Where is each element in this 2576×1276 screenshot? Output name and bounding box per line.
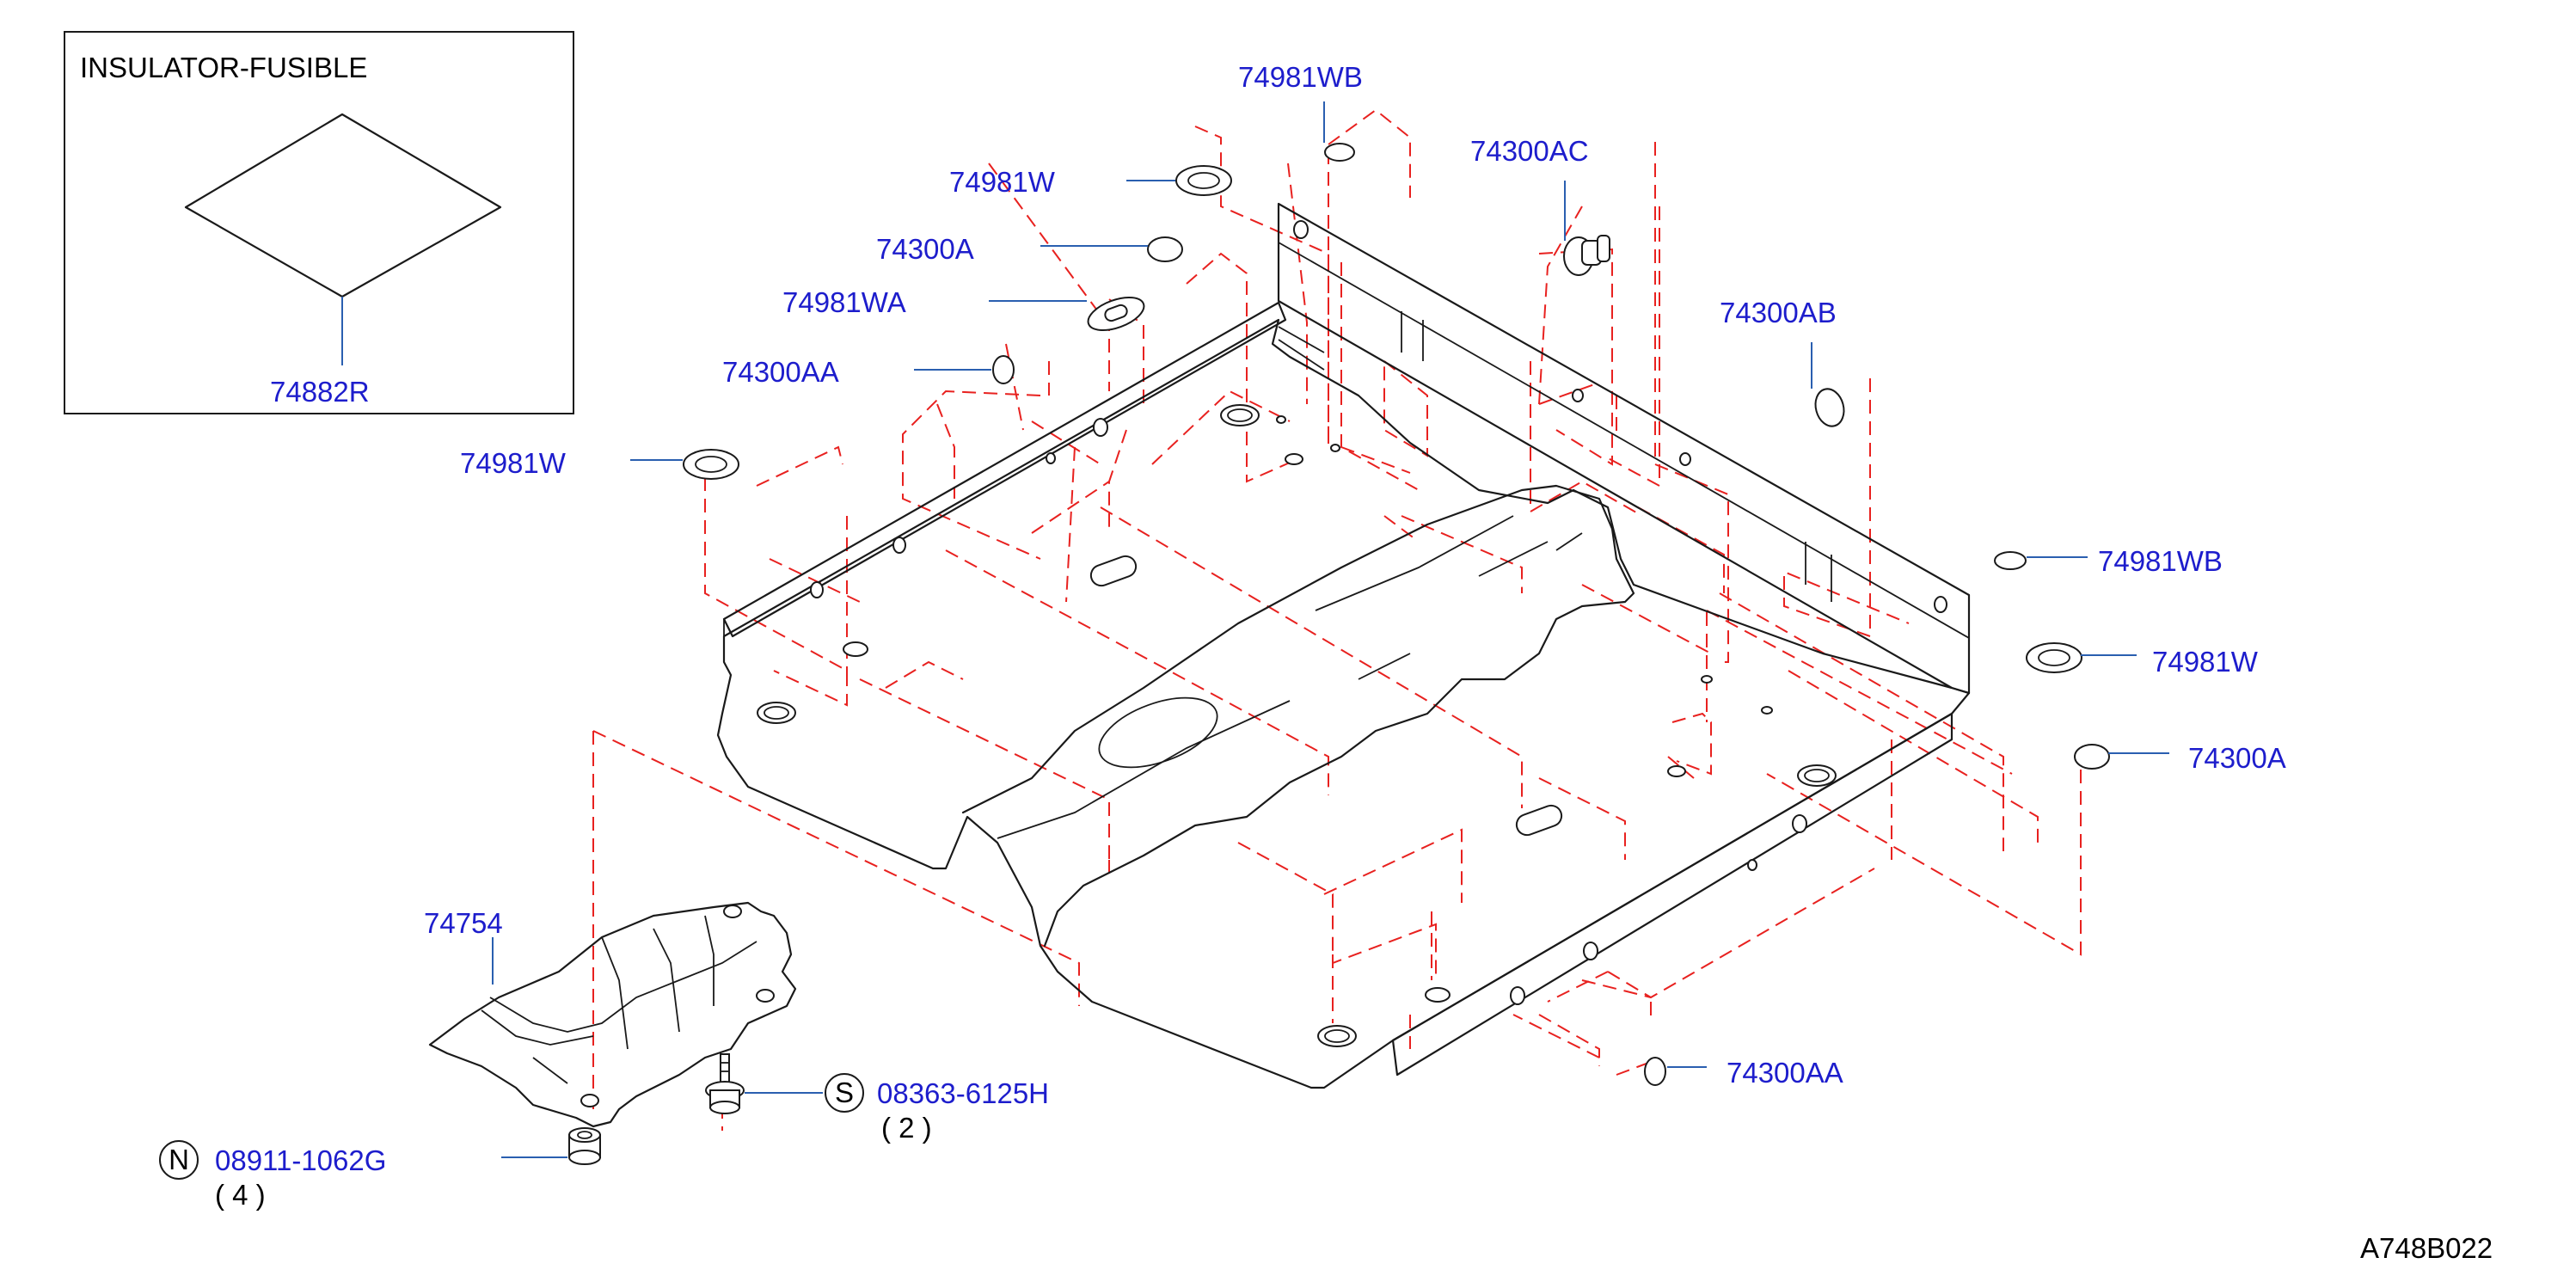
label-74300AA-bottom[interactable]: 74300AA	[1727, 1057, 1843, 1089]
label-74981W-top[interactable]: 74981W	[949, 166, 1056, 198]
label-74300A-top[interactable]: 74300A	[876, 233, 974, 265]
diagram-code: A748B022	[2360, 1232, 2493, 1264]
part-labels: 74981WB 74300AC 74981W 74300A 74981WA 74…	[159, 61, 2493, 1264]
label-74882R[interactable]: 74882R	[270, 376, 370, 408]
nut-08911	[568, 1127, 601, 1165]
label-08363-6125H[interactable]: 08363-6125H	[877, 1077, 1049, 1109]
nut-symbol-icon	[159, 1140, 199, 1180]
label-74981WA[interactable]: 74981WA	[782, 286, 906, 318]
assembly-guide-lines	[592, 108, 2082, 1131]
label-74300AA-left[interactable]: 74300AA	[722, 356, 839, 388]
nut-symbol-letter: N	[169, 1144, 189, 1175]
label-08363-qty: ( 2 )	[881, 1112, 932, 1144]
label-74981WB-top[interactable]: 74981WB	[1238, 61, 1363, 93]
label-74300AB[interactable]: 74300AB	[1720, 297, 1837, 328]
bolt-08363	[705, 1053, 745, 1114]
label-08911-qty: ( 4 )	[215, 1179, 266, 1211]
inset-title: INSULATOR-FUSIBLE	[80, 52, 367, 83]
screw-symbol-icon	[825, 1073, 864, 1113]
label-74300AC[interactable]: 74300AC	[1470, 135, 1589, 167]
insulator-fusible-shape	[184, 113, 502, 298]
label-74754[interactable]: 74754	[424, 907, 503, 939]
label-74981W-left[interactable]: 74981W	[460, 447, 567, 479]
label-74981WB-right[interactable]: 74981WB	[2098, 545, 2223, 577]
under-cover-panel	[716, 202, 1971, 1089]
inset-insulator-fusible: INSULATOR-FUSIBLE 74882R	[64, 31, 574, 414]
panel-holes	[757, 220, 1947, 1047]
label-74981W-right[interactable]: 74981W	[2152, 646, 2259, 678]
label-74300A-right[interactable]: 74300A	[2188, 742, 2286, 774]
screw-symbol-letter: S	[835, 1077, 854, 1108]
label-08911-1062G[interactable]: 08911-1062G	[215, 1144, 386, 1176]
leader-lines	[492, 101, 2169, 1158]
clip-parts	[683, 143, 2110, 1086]
heat-shield-74754	[428, 901, 797, 1128]
